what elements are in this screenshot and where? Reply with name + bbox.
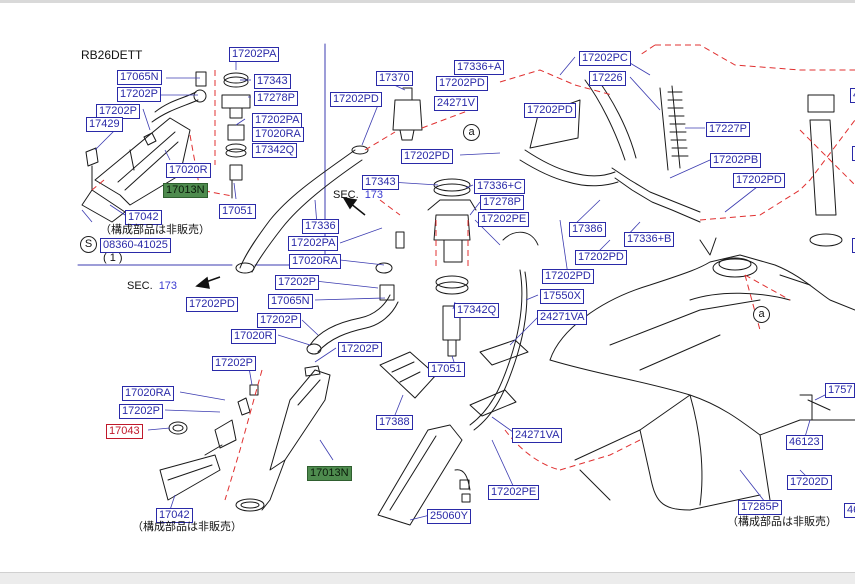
part-label-49[interactable]: 17202P <box>119 404 163 419</box>
part-label-12[interactable]: 17051 <box>219 204 256 219</box>
part-label-20[interactable]: 17226 <box>589 71 626 86</box>
reference-circle-a-tank: a <box>753 306 770 323</box>
bolt-symbol: S <box>80 236 97 253</box>
part-label-24[interactable]: 17202PD <box>401 149 453 164</box>
part-label-29[interactable]: 17202PE <box>478 212 530 227</box>
part-label-3[interactable]: 17202P <box>117 87 161 102</box>
bolt-quantity: ( 1 ) <box>103 252 123 264</box>
part-label-25[interactable]: 17202PD <box>733 173 785 188</box>
bolt-part-number[interactable]: 08360-41025 <box>100 238 171 253</box>
part-label-50[interactable]: 17043 <box>106 424 143 439</box>
part-label-59[interactable]: 46123 <box>786 435 823 450</box>
part-label-38[interactable]: 17065N <box>268 294 313 309</box>
part-label-60[interactable]: 1757 <box>825 383 855 398</box>
part-label-2[interactable]: 17343 <box>254 74 291 89</box>
part-label-22[interactable]: 17227P <box>706 122 750 137</box>
part-label-39[interactable]: 17550X <box>540 289 584 304</box>
part-label-17[interactable]: 17202PD <box>436 76 488 91</box>
part-label-56[interactable]: 25060Y <box>427 509 471 524</box>
part-label-10[interactable]: 17020R <box>166 163 211 178</box>
part-label-30[interactable]: 17336 <box>302 219 339 234</box>
window-bottom-bar <box>0 572 855 584</box>
part-label-34[interactable]: 17336+B <box>624 232 675 247</box>
part-label-62[interactable]: 1 <box>852 146 855 161</box>
part-label-11[interactable]: 17013N <box>163 183 208 198</box>
part-label-23[interactable]: 17202PB <box>710 153 762 168</box>
part-label-1[interactable]: 17065N <box>117 70 162 85</box>
part-label-18[interactable]: 24271V <box>434 96 478 111</box>
part-label-26[interactable]: 17343 <box>362 175 399 190</box>
part-label-8[interactable]: 17020RA <box>252 127 304 142</box>
part-label-9[interactable]: 17342Q <box>252 143 298 158</box>
part-label-45[interactable]: 17202P <box>338 342 382 357</box>
part-label-13[interactable]: 17042 <box>125 210 162 225</box>
part-label-44[interactable]: 17020R <box>231 329 276 344</box>
section-ref-upper-prefix: SEC. <box>333 189 359 201</box>
part-label-47[interactable]: 17202P <box>212 356 256 371</box>
part-label-15[interactable]: 17202PD <box>330 92 382 107</box>
part-label-19[interactable]: 17202PC <box>579 51 631 66</box>
section-ref-lower-number: 173 <box>158 280 178 292</box>
part-label-6[interactable]: 17202PA <box>252 113 303 128</box>
part-label-61[interactable]: 4 <box>850 88 855 103</box>
part-label-48[interactable]: 17020RA <box>122 386 174 401</box>
part-label-54[interactable]: 17042 <box>156 508 193 523</box>
part-label-63[interactable]: 1 <box>852 238 855 253</box>
part-label-58[interactable]: 17202D <box>787 475 832 490</box>
part-label-31[interactable]: 17202PA <box>288 236 339 251</box>
part-label-7[interactable]: 17429 <box>86 117 123 132</box>
section-ref-lower[interactable]: SEC. 173 <box>127 280 177 293</box>
section-ref-upper-number: 173 <box>364 189 384 201</box>
part-label-40[interactable]: 17342Q <box>454 303 500 318</box>
part-label-37[interactable]: 17202P <box>275 275 319 290</box>
not-sold-note-bottom: （構成部品は非販売） <box>132 521 242 533</box>
part-label-21[interactable]: 17202PD <box>524 103 576 118</box>
part-label-51[interactable]: 17388 <box>376 415 413 430</box>
part-label-16[interactable]: 17336+A <box>454 60 505 75</box>
part-label-0[interactable]: 17202PA <box>229 47 280 62</box>
not-sold-note-right: （構成部品は非販売） <box>727 516 837 528</box>
part-label-52[interactable]: 24271VA <box>512 428 563 443</box>
part-label-32[interactable]: 17020RA <box>289 254 341 269</box>
section-ref-upper[interactable]: SEC. 173 <box>333 189 383 202</box>
window-top-edge <box>0 0 855 3</box>
part-label-27[interactable]: 17336+C <box>474 179 525 194</box>
model-title: RB26DETT <box>81 48 143 62</box>
part-label-35[interactable]: 17202PD <box>542 269 594 284</box>
part-label-43[interactable]: 24271VA <box>537 310 588 325</box>
part-label-55[interactable]: 17202PE <box>488 485 540 500</box>
reference-circle-a-top: a <box>463 124 480 141</box>
part-label-53[interactable]: 17013N <box>307 466 352 481</box>
part-label-28[interactable]: 17278P <box>480 195 524 210</box>
part-label-46[interactable]: 17051 <box>428 362 465 377</box>
part-label-14[interactable]: 17370 <box>376 71 413 86</box>
part-label-57[interactable]: 17285P <box>738 500 782 515</box>
not-sold-note-left: （構成部品は非販売） <box>100 224 210 236</box>
part-label-64[interactable]: 46 <box>844 503 855 518</box>
part-label-42[interactable]: 17202P <box>257 313 301 328</box>
part-label-33[interactable]: 17386 <box>569 222 606 237</box>
part-label-4[interactable]: 17278P <box>254 91 298 106</box>
part-label-36[interactable]: 17202PD <box>575 250 627 265</box>
part-label-41[interactable]: 17202PD <box>186 297 238 312</box>
section-ref-lower-prefix: SEC. <box>127 280 153 292</box>
